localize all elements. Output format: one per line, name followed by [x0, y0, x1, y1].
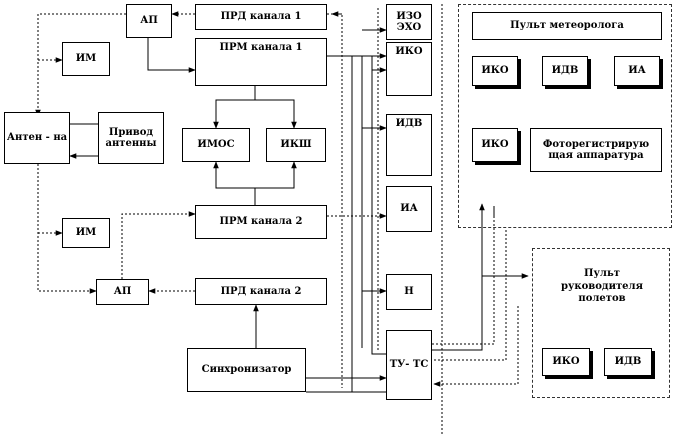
iko-column-block: ИКО — [386, 42, 432, 96]
im-bottom-block: ИМ — [62, 218, 110, 248]
prd1-bus — [327, 13, 343, 388]
n-block: Н — [386, 274, 432, 310]
meteorologist-panel-title: Пульт метеоролога — [472, 12, 662, 40]
flight-idv-block: ИДВ — [604, 348, 652, 376]
tuts-to-panels — [432, 203, 485, 351]
ap-bottom-block: АП — [96, 279, 149, 305]
meteo-iko-second-block: ИКО — [472, 128, 518, 162]
imos-block: ИМОС — [182, 128, 250, 162]
prm2-block: ПРМ канала 2 — [195, 205, 327, 239]
ap-to-prm1 — [147, 38, 196, 73]
antenna-block: Антен - на — [4, 112, 70, 164]
iksh-block: ИКШ — [266, 128, 326, 162]
flight-iko-block: ИКО — [542, 348, 590, 376]
antenna-drive-block: Привод антенны — [98, 112, 164, 164]
synchronizer-block: Синхронизатор — [187, 348, 306, 392]
idv-column-block: ИДВ — [386, 114, 432, 176]
meteo-iko-block: ИКО — [472, 56, 518, 86]
antenna-feed-bottom-line — [37, 164, 97, 294]
prm1-to-imos-iksh — [215, 86, 294, 128]
ap-to-prm2 — [121, 211, 196, 279]
prd1-block: ПРД канала 1 — [195, 4, 327, 30]
meteorologist-panel — [458, 4, 672, 228]
ia-column-block: ИА — [386, 186, 432, 232]
flight-director-panel — [532, 248, 670, 398]
photo-recording-block: Фоторегистрирую щая аппаратура — [530, 128, 662, 172]
prm2-to-imos-iksh — [215, 162, 294, 205]
prm1-block: ПРМ канала 1 — [195, 38, 327, 86]
im-top-block: ИМ — [62, 42, 110, 76]
antenna-feed-top-line — [35, 13, 126, 117]
panel-to-tuts — [433, 306, 519, 387]
prd2-block: ПРД канала 2 — [195, 278, 327, 305]
izo-echo-block: ИЗО ЭХО — [386, 4, 432, 40]
ap-top-block: АП — [126, 4, 172, 38]
tu-ts-block: ТУ- ТС — [386, 330, 432, 400]
meteo-ia-block: ИА — [614, 56, 660, 86]
flight-director-panel-title: Пульт руководителя полетов — [561, 268, 643, 304]
meteo-idv-block: ИДВ — [542, 56, 588, 86]
